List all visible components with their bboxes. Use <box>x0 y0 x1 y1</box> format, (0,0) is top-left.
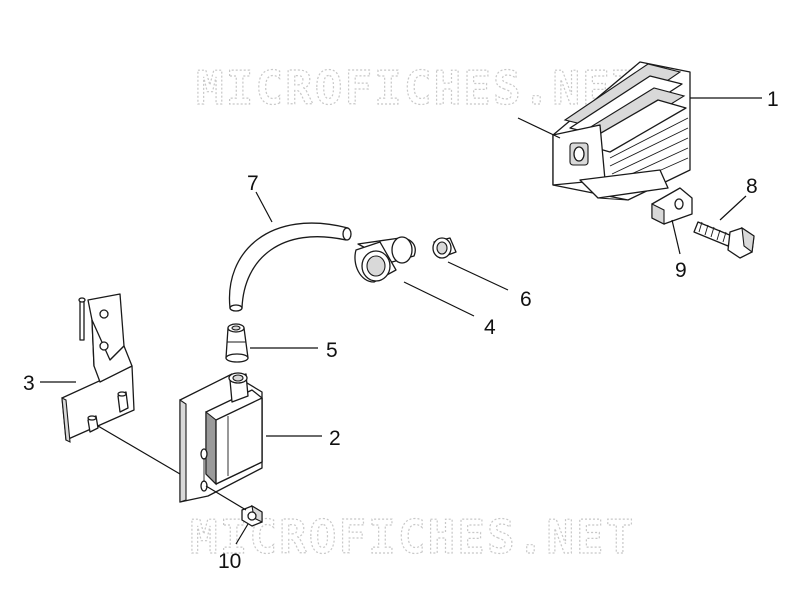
callout-8: 8 <box>746 175 758 198</box>
spark-plug-cap <box>354 236 416 283</box>
callout-5: 5 <box>326 339 338 362</box>
callout-2: 2 <box>329 427 341 450</box>
callout-6: 6 <box>520 288 532 311</box>
regulator-rectifier <box>552 61 691 201</box>
ignition-coil <box>179 372 263 503</box>
callout-9: 9 <box>675 259 687 282</box>
lead-boot <box>225 323 249 363</box>
watermark-bottom: MICROFICHES.NET <box>190 510 635 564</box>
mounting-bracket <box>61 293 135 443</box>
leader-lines <box>40 97 762 545</box>
watermark-top: MICROFICHES.NET <box>196 61 641 115</box>
bolt <box>693 221 755 259</box>
ignition-lead <box>228 222 352 312</box>
hex-nut <box>241 504 263 527</box>
callout-10: 10 <box>218 550 241 573</box>
callout-7: 7 <box>247 172 259 195</box>
callout-3: 3 <box>23 372 35 395</box>
callout-4: 4 <box>484 316 496 339</box>
seal-cap <box>432 237 457 259</box>
callout-1: 1 <box>767 88 779 111</box>
clip-nut <box>651 187 693 225</box>
